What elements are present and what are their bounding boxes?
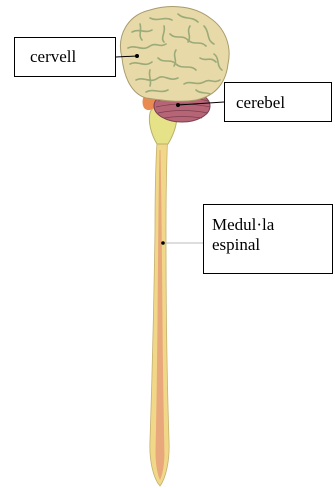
cervell-label: cervell (30, 47, 115, 67)
medulla-label-line2: espinal (212, 235, 332, 255)
label-box-cervell: cervell (14, 37, 116, 77)
label-box-cerebel: cerebel (224, 82, 332, 122)
label-box-medulla-espinal: Medul·la espinal (203, 204, 333, 274)
medulla-label-line1: Medul·la (212, 215, 332, 235)
medulla-pointer-dot (161, 241, 165, 245)
cerebel-label: cerebel (236, 93, 331, 113)
cerebrum (120, 7, 229, 102)
